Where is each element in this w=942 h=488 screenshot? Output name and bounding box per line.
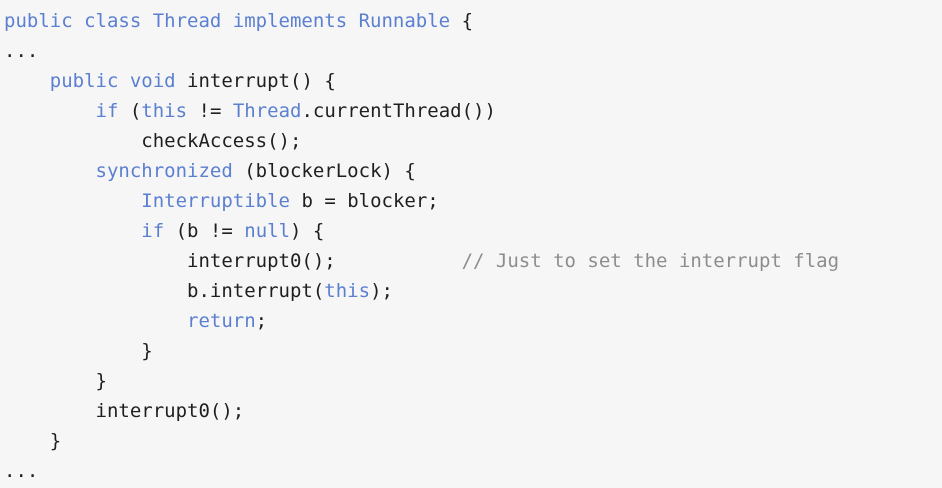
code-text: b = blocker; [290, 190, 439, 212]
code-line: Interruptible b = blocker; [0, 186, 942, 216]
code-line: if (this != Thread.currentThread()) [0, 96, 942, 126]
code-text: { [450, 10, 474, 32]
code-text: ; [255, 310, 268, 332]
code-line: return; [0, 306, 942, 336]
code-keyword: synchronized [95, 160, 233, 182]
code-text: ) { [290, 220, 325, 242]
code-comment: // Just to set the interrupt flag [335, 250, 840, 272]
code-text: } [4, 340, 153, 362]
code-text: interrupt() { [175, 70, 336, 92]
code-text [4, 190, 141, 212]
code-keyword: if [95, 100, 119, 122]
code-keyword: Interruptible [141, 190, 290, 212]
code-line: ... [0, 456, 942, 486]
code-keyword: return [187, 310, 256, 332]
code-text: != [187, 100, 233, 122]
code-text: interrupt0(); [4, 250, 336, 272]
code-line: } [0, 336, 942, 366]
code-keyword: if [141, 220, 165, 242]
code-text: checkAccess(); [4, 130, 302, 152]
code-text: } [4, 430, 62, 452]
code-text: ... [4, 460, 39, 482]
code-line: if (b != null) { [0, 216, 942, 246]
code-text: ); [370, 280, 393, 302]
code-text: ... [4, 40, 39, 62]
code-text: (blockerLock) { [232, 160, 416, 182]
code-text: b.interrupt( [4, 280, 325, 302]
code-keyword: Thread [232, 100, 302, 122]
code-keyword: public class Thread implements Runnable [4, 10, 451, 32]
code-text: ( [118, 100, 142, 122]
code-text [4, 160, 96, 182]
code-line: ... [0, 36, 942, 66]
code-line: checkAccess(); [0, 126, 942, 156]
code-text: interrupt0(); [4, 400, 245, 422]
code-line: b.interrupt(this); [0, 276, 942, 306]
code-text: .currentThread()) [301, 100, 496, 122]
code-keyword: null [244, 220, 291, 242]
code-line: interrupt0(); [0, 396, 942, 426]
code-line: public void interrupt() { [0, 66, 942, 96]
code-keyword: public void [49, 70, 176, 92]
code-line: } [0, 366, 942, 396]
code-text [4, 100, 96, 122]
code-text: } [4, 370, 107, 392]
code-text: (b != [164, 220, 245, 242]
code-text [4, 220, 141, 242]
code-keyword: this [141, 100, 188, 122]
code-line: } [0, 426, 942, 456]
code-text [4, 70, 50, 92]
code-keyword: this [324, 280, 371, 302]
code-line: interrupt0(); // Just to set the interru… [0, 246, 942, 276]
code-line: synchronized (blockerLock) { [0, 156, 942, 186]
code-text [4, 310, 187, 332]
code-line: public class Thread implements Runnable … [0, 6, 942, 36]
